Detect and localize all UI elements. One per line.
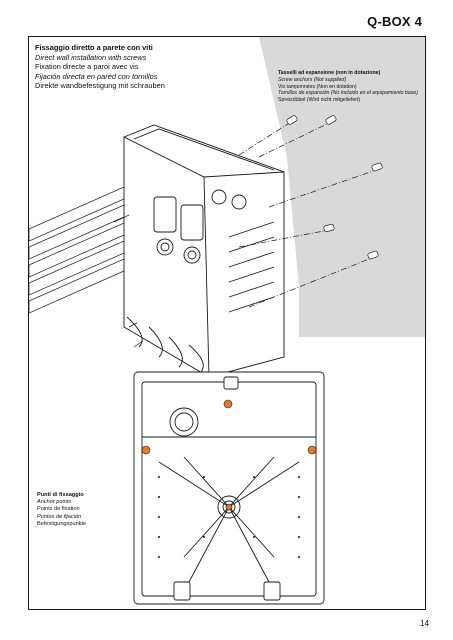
page-title: Q-BOX 4 — [367, 14, 422, 29]
installation-drawing — [29, 37, 425, 605]
wall-mount-caption-de: Direkte wandbefestigung mit schrauben — [35, 81, 165, 91]
points-caption-de: Befestigungspunkte — [37, 520, 87, 527]
wall-surface — [259, 37, 425, 337]
points-caption: Punti di fissaggio Anchor points Points … — [37, 492, 86, 528]
points-caption-es: Puntos de fijación — [37, 513, 82, 520]
socket-box — [123, 124, 285, 378]
anchors-caption-fr: Vis tamponnées (Non en dotation) — [278, 83, 357, 90]
anchors-caption-de: Spreizdübel (Wird nicht mitgeliefert) — [278, 97, 361, 104]
wall-mount-caption-it: Fissaggio diretto a parete con viti — [35, 43, 153, 52]
plate-dots — [158, 476, 300, 558]
points-caption-fr: Points de fixation — [37, 506, 80, 513]
wall-mount-caption-fr: Fixation directe a paroi avec vis — [35, 62, 139, 72]
anchors-caption: Tasselli ad espansione (non in dotazione… — [278, 70, 418, 104]
back-plate — [133, 371, 325, 605]
flat-cables — [29, 186, 125, 314]
anchors-caption-es: Tornillos de expansión (No incluido en e… — [278, 90, 418, 97]
anchor-points-highlight — [141, 399, 317, 511]
anchors-caption-en: Screw anchors (Not supplied) — [278, 76, 347, 83]
anchors-caption-it: Tasselli ad espansione (non in dotazione… — [278, 70, 381, 76]
wall-mount-caption-es: Fijación directa en pared con tornillos — [35, 71, 158, 81]
points-caption-it: Punti di fissaggio — [37, 492, 84, 498]
wall-mount-caption-en: Direct wall installation with screws — [35, 52, 147, 62]
wall-mount-caption: Fissaggio diretto a parete con viti Dire… — [35, 43, 165, 91]
page-number: 14 — [420, 619, 429, 628]
screw-anchors — [113, 115, 383, 348]
points-caption-en: Anchor points — [37, 499, 72, 506]
illustration-frame: Fissaggio diretto a parete con viti Dire… — [28, 36, 426, 610]
